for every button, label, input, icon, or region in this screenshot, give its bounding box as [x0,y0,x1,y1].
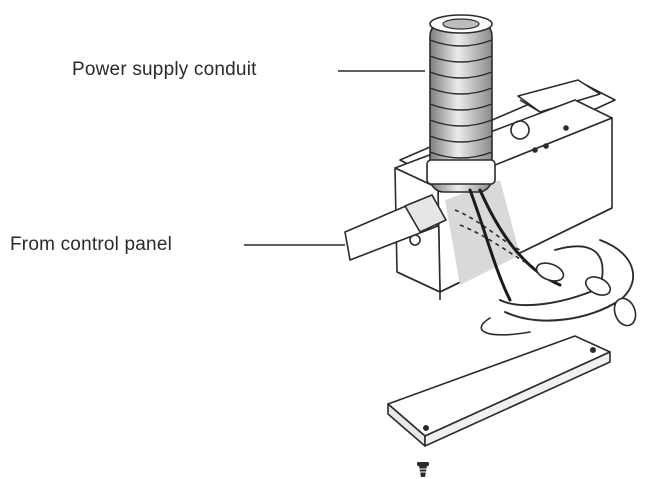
mounting-screw [417,462,429,477]
cover-plate [387,335,611,447]
wire-nuts [535,262,637,327]
junction-box [394,79,616,300]
label-power-supply-conduit: Power supply conduit [72,59,257,80]
control-panel-cable [344,194,447,261]
power-supply-conduit [426,14,496,193]
label-from-control-panel: From control panel [10,234,173,255]
